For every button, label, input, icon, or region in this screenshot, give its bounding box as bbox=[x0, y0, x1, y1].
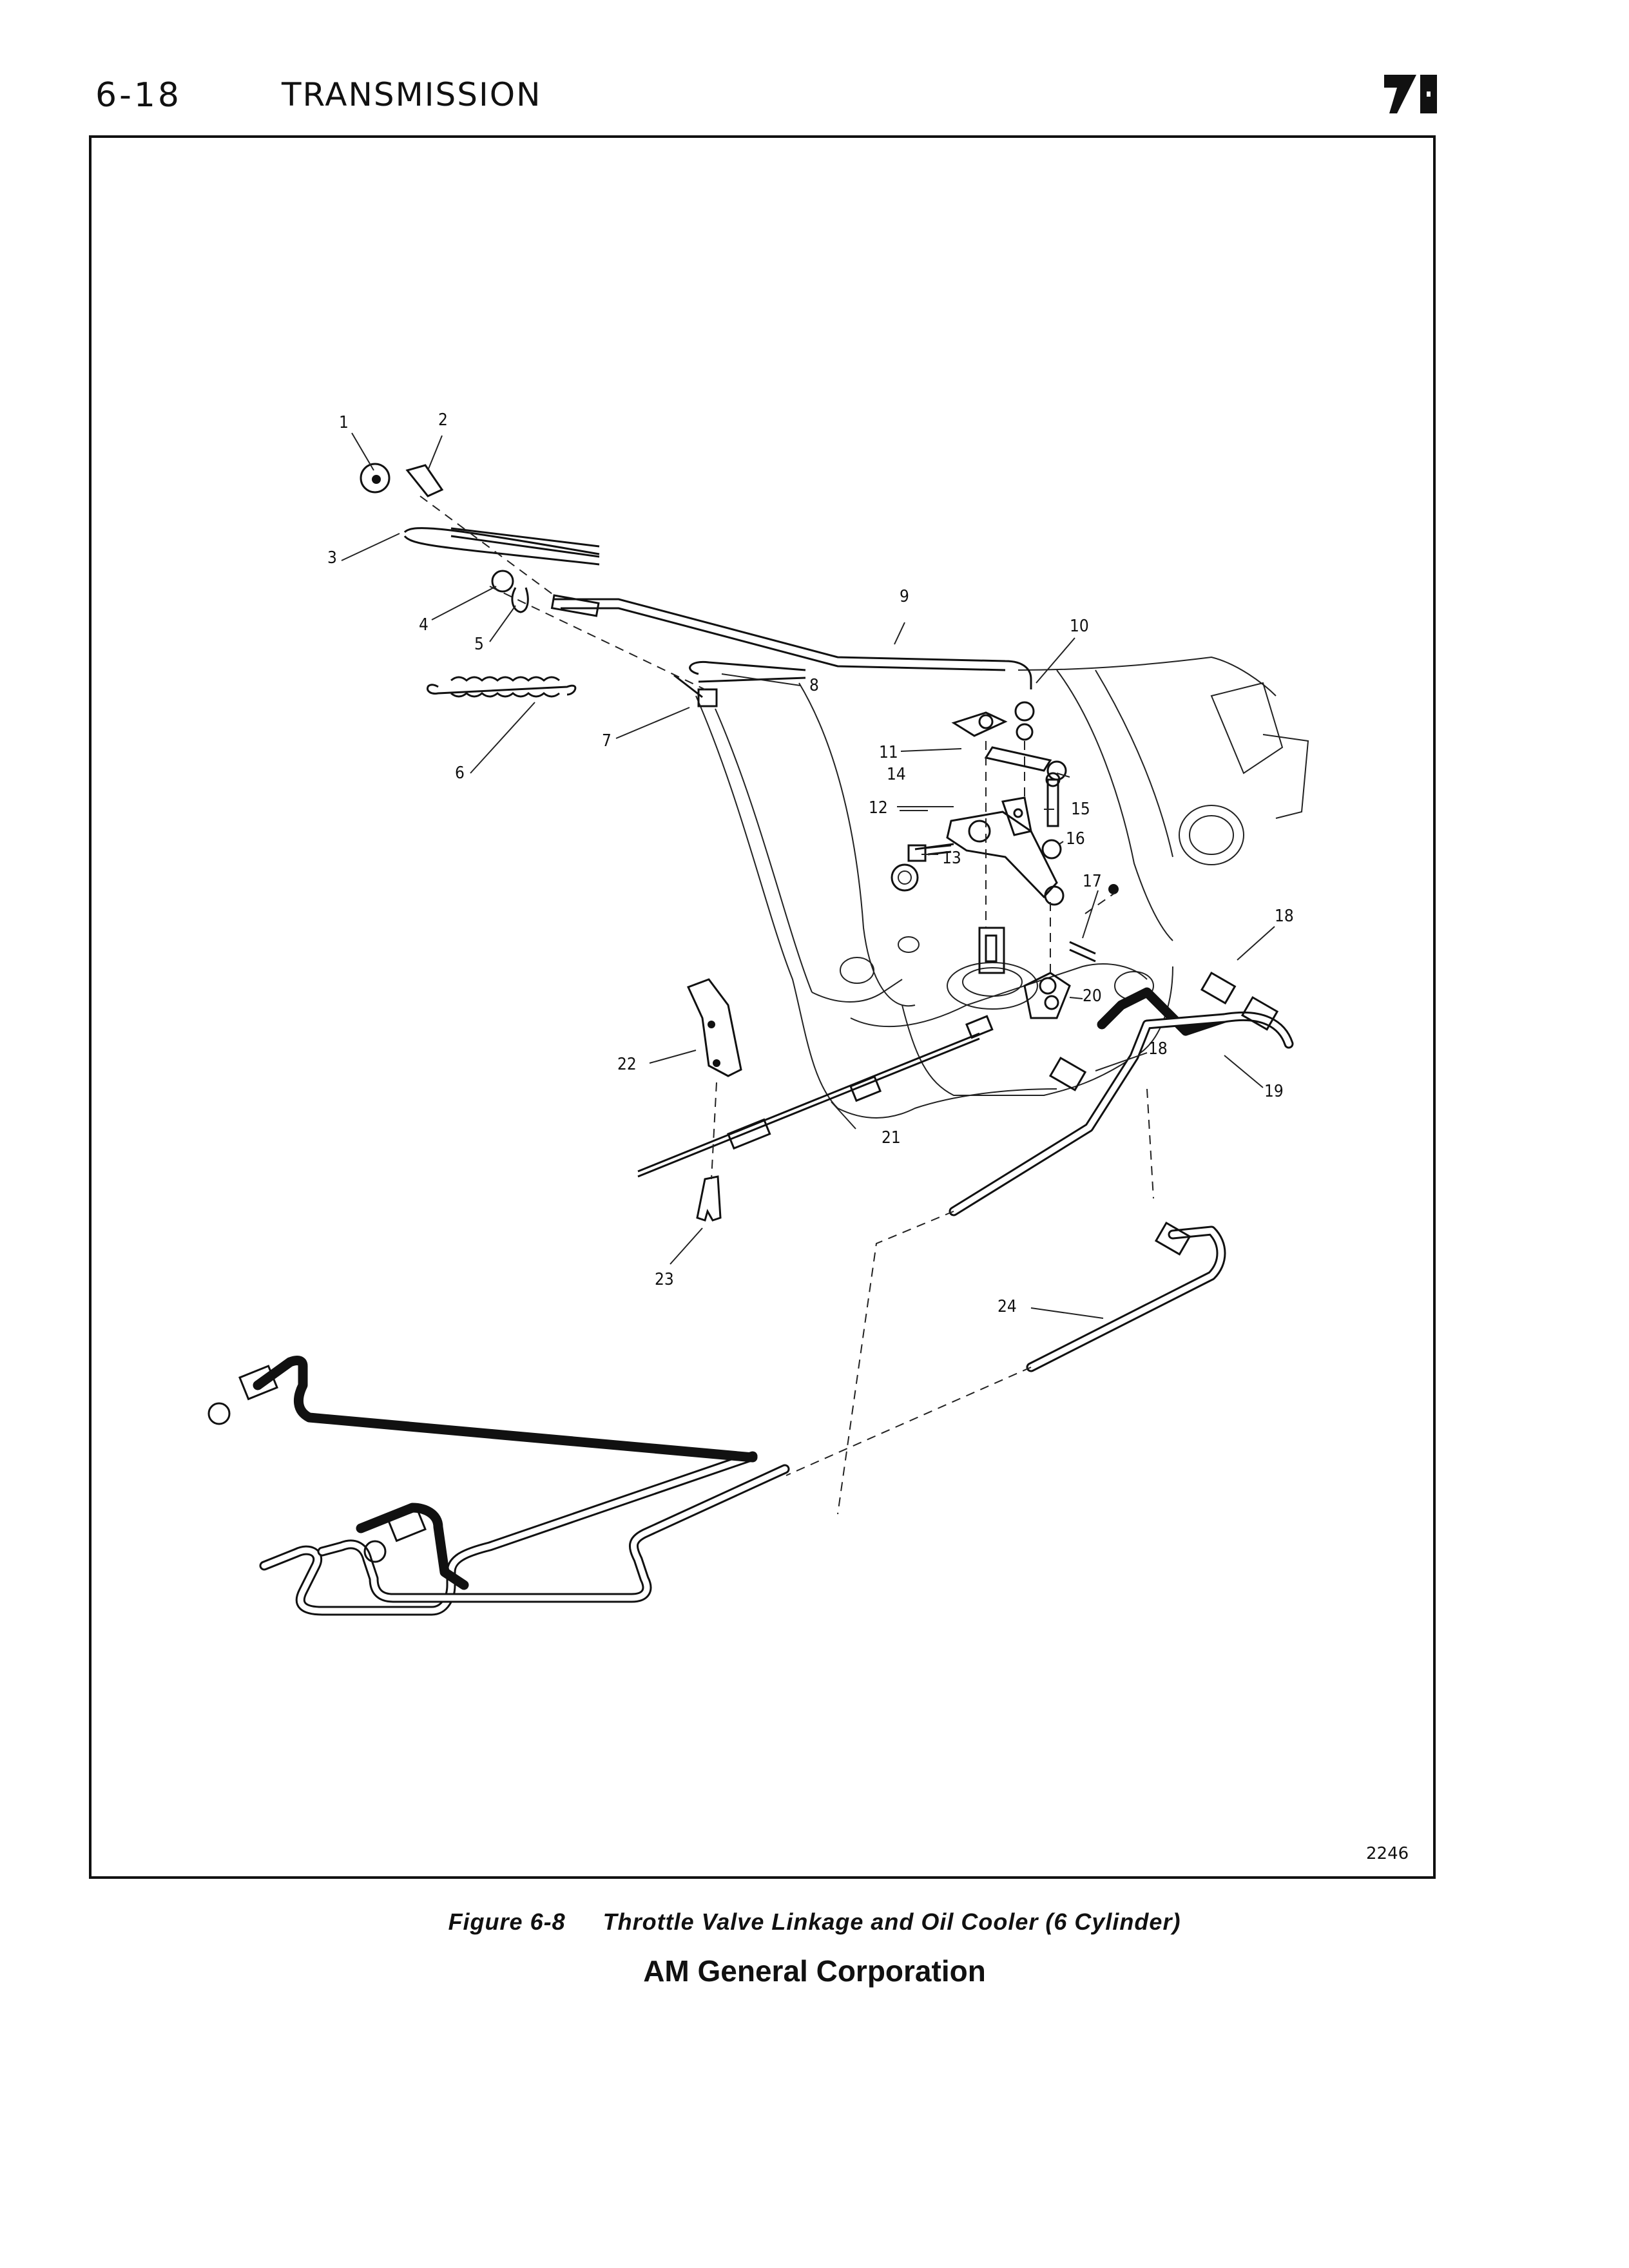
publisher-name: AM General Corporation bbox=[643, 1954, 986, 1988]
callout-8: 8 bbox=[809, 676, 819, 695]
drawing-number: 2246 bbox=[1366, 1844, 1409, 1863]
callout-18-upper: 18 bbox=[1275, 907, 1294, 926]
callout-5: 5 bbox=[474, 635, 484, 654]
section-title: TRANSMISSION bbox=[282, 76, 542, 113]
publisher-logo-icon bbox=[1384, 75, 1437, 113]
centerlines bbox=[419, 495, 1051, 979]
cooler-tubes-lower bbox=[207, 1356, 790, 1616]
callout-17: 17 bbox=[1083, 872, 1102, 891]
callout-16: 16 bbox=[1066, 829, 1085, 849]
callout-21: 21 bbox=[882, 1128, 901, 1148]
page-number: 6-18 bbox=[95, 76, 182, 115]
callout-12: 12 bbox=[869, 798, 888, 818]
figure-caption: Figure 6-8 Throttle Valve Linkage and Oil… bbox=[0, 1908, 1629, 1936]
callout-1: 1 bbox=[339, 413, 349, 432]
callout-6: 6 bbox=[455, 764, 465, 783]
callout-9: 9 bbox=[900, 587, 909, 606]
transmission-case bbox=[695, 656, 1309, 1119]
callout-19: 19 bbox=[1264, 1082, 1284, 1101]
callout-18-lower: 18 bbox=[1148, 1039, 1168, 1059]
hardware-parts bbox=[360, 463, 1119, 1019]
callout-15: 15 bbox=[1071, 800, 1090, 819]
callout-13: 13 bbox=[942, 849, 961, 868]
callout-2: 2 bbox=[438, 410, 448, 430]
throttle-cable bbox=[637, 1015, 994, 1178]
callout-14: 14 bbox=[887, 765, 906, 784]
throttle-linkage bbox=[403, 527, 1032, 689]
callout-22: 22 bbox=[617, 1055, 637, 1074]
callout-3: 3 bbox=[327, 548, 337, 568]
callout-10: 10 bbox=[1070, 617, 1089, 636]
callout-20: 20 bbox=[1083, 986, 1102, 1006]
callout-labels: 1 2 3 4 5 6 7 8 9 10 11 12 13 14 15 16 1… bbox=[327, 410, 1294, 1316]
figure-title: Throttle Valve Linkage and Oil Cooler (6… bbox=[602, 1908, 1181, 1935]
leader-lines bbox=[341, 432, 1275, 1319]
oil-cooler-lines bbox=[786, 892, 1294, 1515]
figure-number: Figure 6-8 bbox=[448, 1908, 566, 1935]
brackets bbox=[686, 978, 742, 1222]
callout-24: 24 bbox=[998, 1297, 1017, 1316]
callout-7: 7 bbox=[602, 731, 612, 751]
callout-4: 4 bbox=[419, 615, 429, 635]
callout-11: 11 bbox=[879, 743, 898, 762]
figure-frame bbox=[89, 135, 1436, 1879]
callout-23: 23 bbox=[655, 1270, 674, 1289]
